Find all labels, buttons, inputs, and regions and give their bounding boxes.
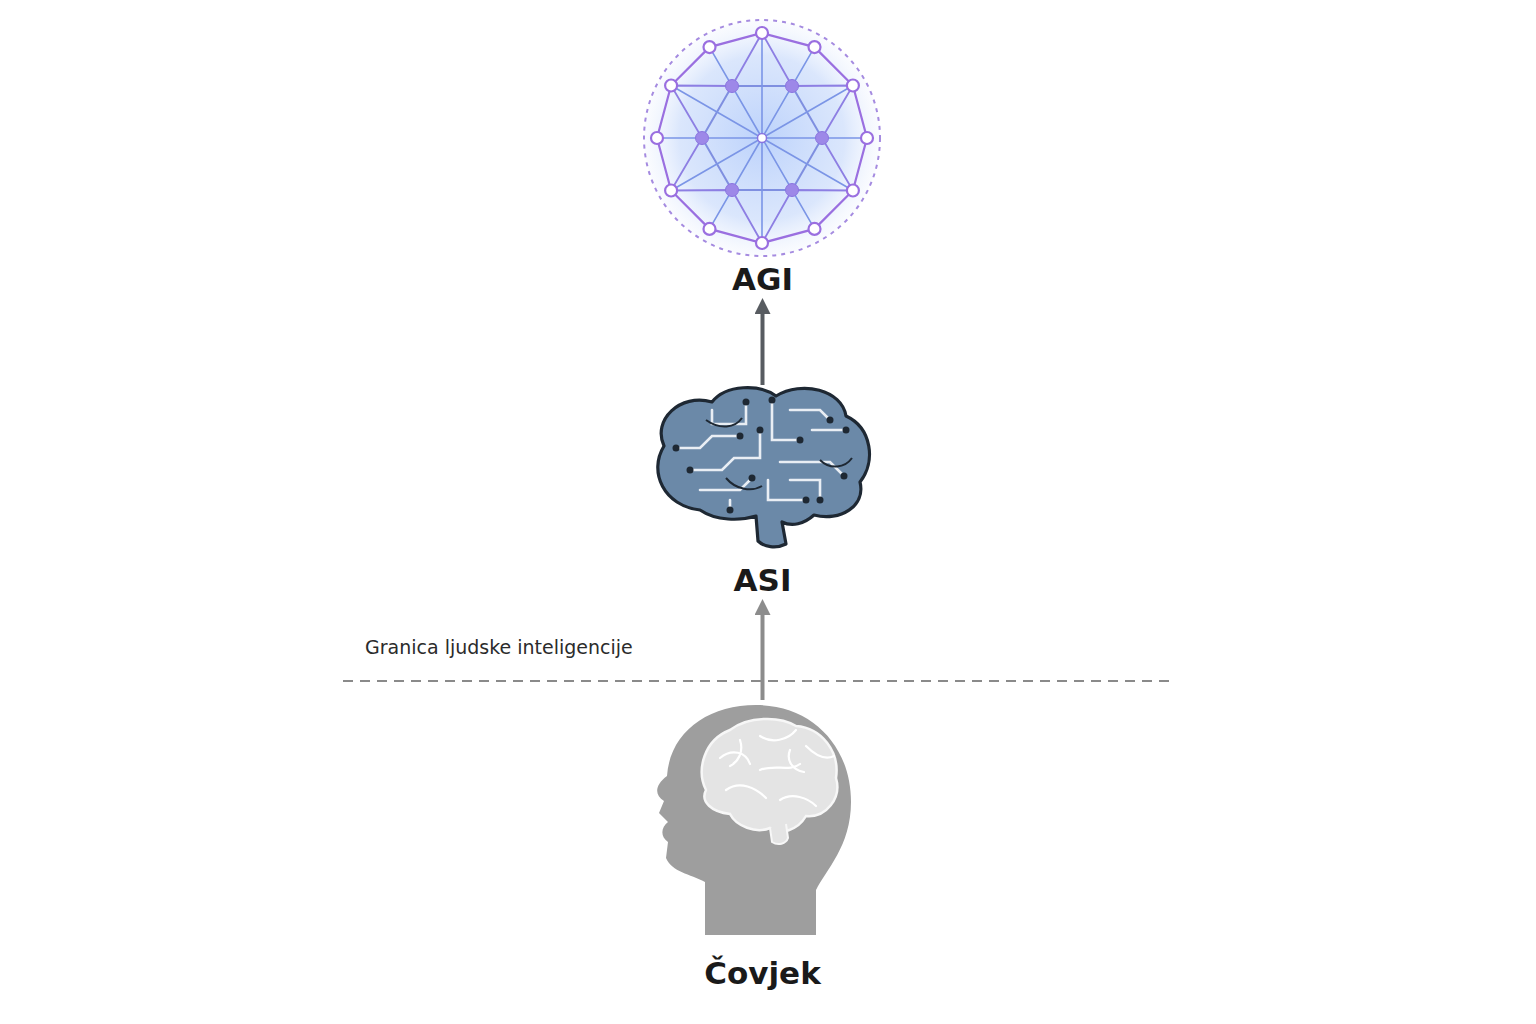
circuit-brain xyxy=(658,388,870,547)
network-spokes xyxy=(657,33,867,243)
human-node: Čovjek xyxy=(640,700,885,992)
brain-gyri xyxy=(720,730,834,806)
network-sphere xyxy=(644,20,880,256)
agi-node: AGI xyxy=(630,26,895,298)
boundary-line xyxy=(343,680,1175,682)
node-label: Čovjek xyxy=(704,954,821,992)
arrow-connector xyxy=(761,312,765,385)
node-label: ASI xyxy=(734,561,792,599)
outer-nodes xyxy=(651,27,873,249)
network-links xyxy=(671,33,853,243)
inner-nodes xyxy=(696,80,829,197)
circuit-dots xyxy=(673,397,850,514)
head-brain xyxy=(702,719,837,832)
sphere-outline xyxy=(644,20,880,256)
outer-ring xyxy=(657,33,867,243)
node-label: AGI xyxy=(732,260,793,298)
brain-folds xyxy=(706,418,852,489)
arrow-connector xyxy=(761,613,765,700)
asi-node: ASI xyxy=(640,385,885,599)
center-node xyxy=(758,134,767,143)
human-head xyxy=(657,705,851,935)
circuit-traces xyxy=(676,400,846,510)
boundary-label: Granica ljudske inteligencije xyxy=(365,636,633,658)
brain-outline xyxy=(658,388,870,547)
brain-stem xyxy=(770,824,788,844)
head-silhouette xyxy=(657,705,851,935)
